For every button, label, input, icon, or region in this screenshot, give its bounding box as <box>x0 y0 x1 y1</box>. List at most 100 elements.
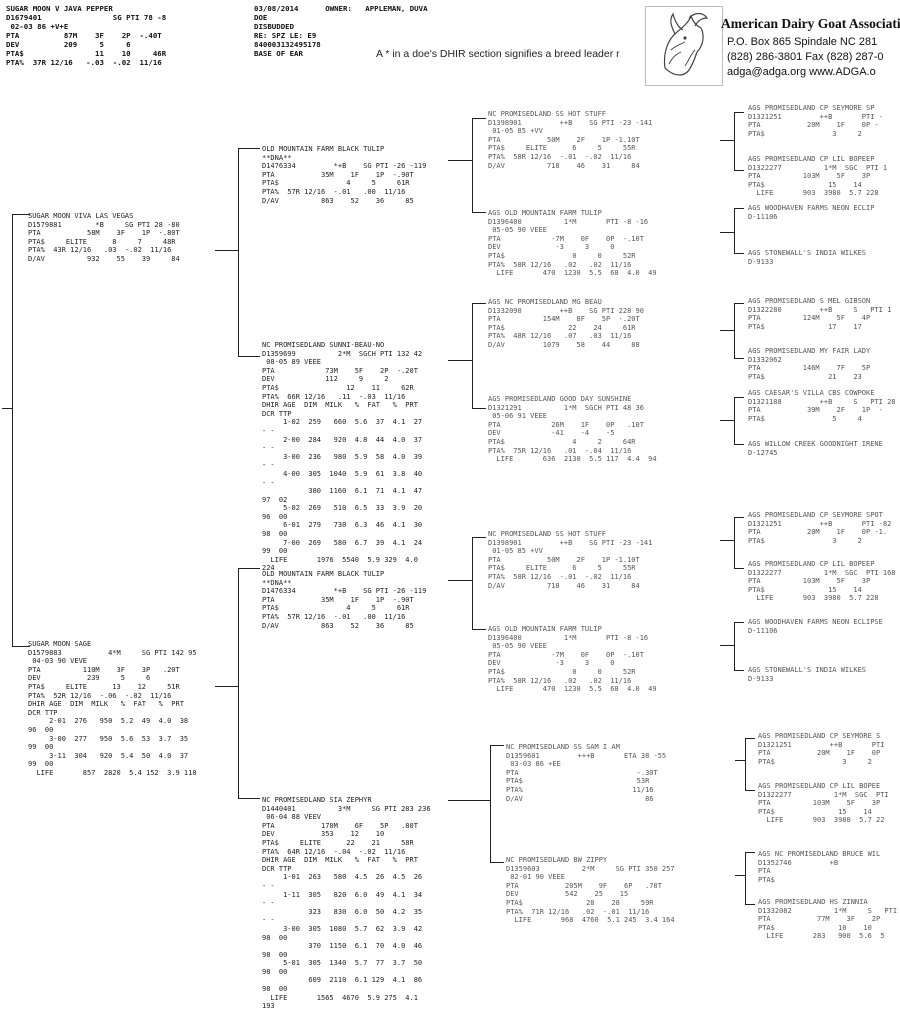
text-line: 5-01 305 1340 5.7 77 3.7 50 <box>262 959 423 968</box>
text-line: PTA% 43R 12/16 .03 -.02 11/16 <box>28 246 172 255</box>
text-line: PTA$ 4 5 61R <box>262 604 410 613</box>
text-line: D1476334 *+B SG PTI -26 -119 <box>262 162 427 171</box>
text-line: D1321291 1*M SGCH PTI 48 36 <box>488 403 644 412</box>
text-line: PTA -7M 0F 0P -.10T <box>488 234 644 243</box>
text-line: DCR TTP <box>262 864 292 873</box>
text-line: 96 00 <box>262 512 288 521</box>
text-line: NC PROMISEDLAND SIA ZEPHYR <box>262 796 372 804</box>
text-line: PTA$ 0 0 52R <box>488 667 636 676</box>
text-line: AGS OLD MOUNTAIN FARM TULIP <box>488 625 602 633</box>
text-line: AGS STONEWALL'S INDIA WILKES <box>748 666 867 674</box>
text-line: LIFE 470 1230 5.5 68 4.0 49 <box>488 685 657 694</box>
text-line: D/AV 718 46 31 84 <box>488 581 640 590</box>
text-line: 840003132495178 <box>254 40 321 49</box>
text-line: 3-00 277 950 5.6 53 3.7 35 <box>28 734 189 743</box>
text-line: AGS WOODHAVEN FARMS NEON ECLIPSE <box>748 618 883 626</box>
text-line: 98 00 <box>262 933 288 942</box>
text-line: D1322277 1*M SGC PTI 168 <box>748 568 896 577</box>
text-line: 99 00 <box>28 760 54 769</box>
text-line: PTA% 64R 12/16 -.04 -.02 11/16 <box>262 847 406 856</box>
text-line: PTA 77M 3F 2P <box>758 915 881 924</box>
text-line: AGS WOODHAVEN FARMS NEON ECLIP <box>748 204 875 212</box>
text-line: 380 1160 6.1 71 4.1 47 <box>262 487 423 496</box>
text-line: D1679401 SG PTI 78 -8 <box>6 13 167 22</box>
text-line: 3-00 305 1080 5.7 62 3.9 42 <box>262 924 423 933</box>
text-line: PTA% 75R 12/16 .01 -.04 11/16 <box>488 446 632 455</box>
association-address: P.O. Box 865 Spindale NC 281 <box>727 36 878 48</box>
text-line: 5-02 269 510 6.5 33 3.9 20 <box>262 504 423 513</box>
text-line: D1332082 1*M S PTI <box>758 906 898 915</box>
text-line: PTA% 37R 12/16 -.03 -.02 11/16 <box>6 58 162 67</box>
text-line: PTA$ 10 10 <box>758 923 872 932</box>
text-line: PTA$ 3 2 <box>748 129 862 138</box>
text-line: D-9133 <box>748 257 774 266</box>
text-line: D-9133 <box>748 674 774 683</box>
text-line: OLD MOUNTAIN FARM BLACK TULIP <box>262 570 385 578</box>
text-line: - - <box>262 916 275 925</box>
text-line: PTA 58M 3F 1P -.80T <box>28 229 180 238</box>
text-line: PTA$ ELITE 22 21 58R <box>262 838 414 847</box>
text-line: DEV -3 3 0 <box>488 243 615 252</box>
text-line: PTA$ 22 24 61R <box>488 323 636 332</box>
text-line: PTA 26M 1F 0P .10T <box>488 420 644 429</box>
text-line: - - <box>262 881 275 890</box>
text-line: 370 1150 6.1 70 4.0 46 <box>262 942 423 951</box>
text-line: 3-00 236 980 5.9 58 4.0 39 <box>262 452 423 461</box>
text-line: 4-00 305 1040 5.9 61 3.8 40 <box>262 469 423 478</box>
text-line: 3-11 304 920 5.4 50 4.0 37 <box>28 751 189 760</box>
text-line: PTA$ 4 2 64R <box>488 437 636 446</box>
text-line: D1359601 +++B ETA 38 -55 <box>506 751 667 760</box>
text-line: PTA$ ELITE 13 12 51R <box>28 682 180 691</box>
text-line: D1321251 ++B PTI - <box>748 112 883 121</box>
text-line: PTA$ 4 5 61R <box>262 179 410 188</box>
text-line: AGS STONEWALL'S INDIA WILKES <box>748 249 867 257</box>
text-line: PTA$ 21 23 <box>748 372 862 381</box>
text-line: - - <box>262 444 275 453</box>
text-line: AGS PROMISEDLAND MY FAIR LADY <box>748 347 871 355</box>
text-line: PTA% 58R 12/16 -.01 -.02 11/16 <box>488 572 632 581</box>
text-line: PTA -7M 0F 0P -.10T <box>488 650 644 659</box>
text-line: LIFE 968 4760 5.1 245 3.4 164 <box>506 916 675 925</box>
text-line: PTA$ 15 14 <box>748 180 862 189</box>
text-line: 04-03 90 VEVE <box>28 657 88 666</box>
sire-sire-block: OLD MOUNTAIN FARM BLACK TULIP**DNA**D147… <box>262 145 452 205</box>
text-line: RE: SPZ LE: E9 <box>254 31 317 40</box>
text-line: 193 <box>262 1002 275 1011</box>
text-line: 98 00 <box>262 985 288 994</box>
text-line: 02-01 90 VEEE <box>506 873 566 882</box>
text-line: 609 2110 6.1 129 4.1 86 <box>262 976 423 985</box>
text-line: PTA$ <box>758 875 775 884</box>
text-line: 01-05 85 +VV <box>488 127 543 136</box>
text-line: DEV 542 25 15 <box>506 890 629 899</box>
text-line: PTA% 58R 12/16 .02 .02 11/16 <box>488 676 632 685</box>
text-line: PTA% 58R 12/16 -.01 -.02 11/16 <box>488 152 632 161</box>
text-line: SUGAR MOON VIVA LAS VEGAS <box>28 212 134 220</box>
text-line: DHIR AGE DIM MILK % FAT % PRT <box>262 856 418 865</box>
text-line: PTA 20M 1F 0P <box>758 749 881 758</box>
text-line: AGS PROMISEDLAND CP SEYMORE S <box>758 732 881 740</box>
text-line: PTA 87M 3F 2P -.40T <box>6 31 162 40</box>
text-line: NC PROMISEDLAND BW ZIPPY <box>506 856 608 864</box>
text-line: LIFE 903 3980 5.7 228 <box>748 189 879 198</box>
text-line: PTA 146M 7F 5P <box>748 364 871 373</box>
text-line: BASE OF EAR <box>254 49 303 58</box>
text-line: D/AV 1079 58 44 88 <box>488 340 640 349</box>
text-line: PTA$ ELITE 6 5 55R <box>488 564 636 573</box>
text-line: PTA 205M 9F 6P .70T <box>506 881 662 890</box>
association-name: American Dairy Goat Association <box>721 16 900 31</box>
text-line: PTA 50M 2F 1P -1.10T <box>488 555 640 564</box>
